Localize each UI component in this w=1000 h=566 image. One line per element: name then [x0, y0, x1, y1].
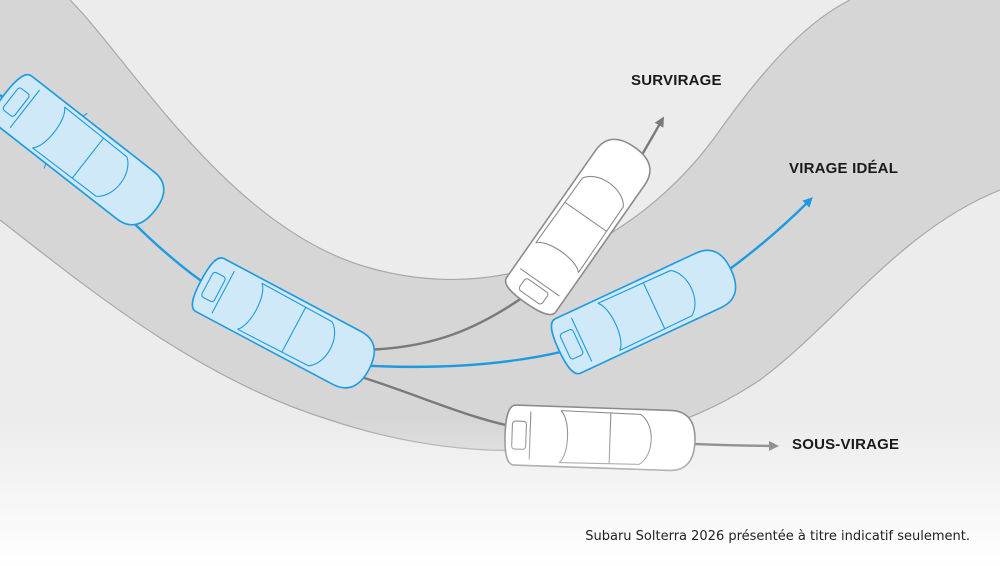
understeer-label: SOUS-VIRAGE: [792, 436, 900, 453]
road: [0, 0, 1000, 451]
disclaimer-text: Subaru Solterra 2026 présentée à titre i…: [585, 529, 970, 544]
oversteer-label: SURVIRAGE: [631, 72, 722, 89]
car-oversteer: [504, 138, 651, 316]
ideal-turn-label: VIRAGE IDÉAL: [789, 160, 899, 177]
bottom-fade: [0, 420, 1000, 566]
car-approach: [0, 65, 178, 239]
car-ideal: [550, 249, 737, 375]
car-turn-in: [191, 257, 376, 389]
